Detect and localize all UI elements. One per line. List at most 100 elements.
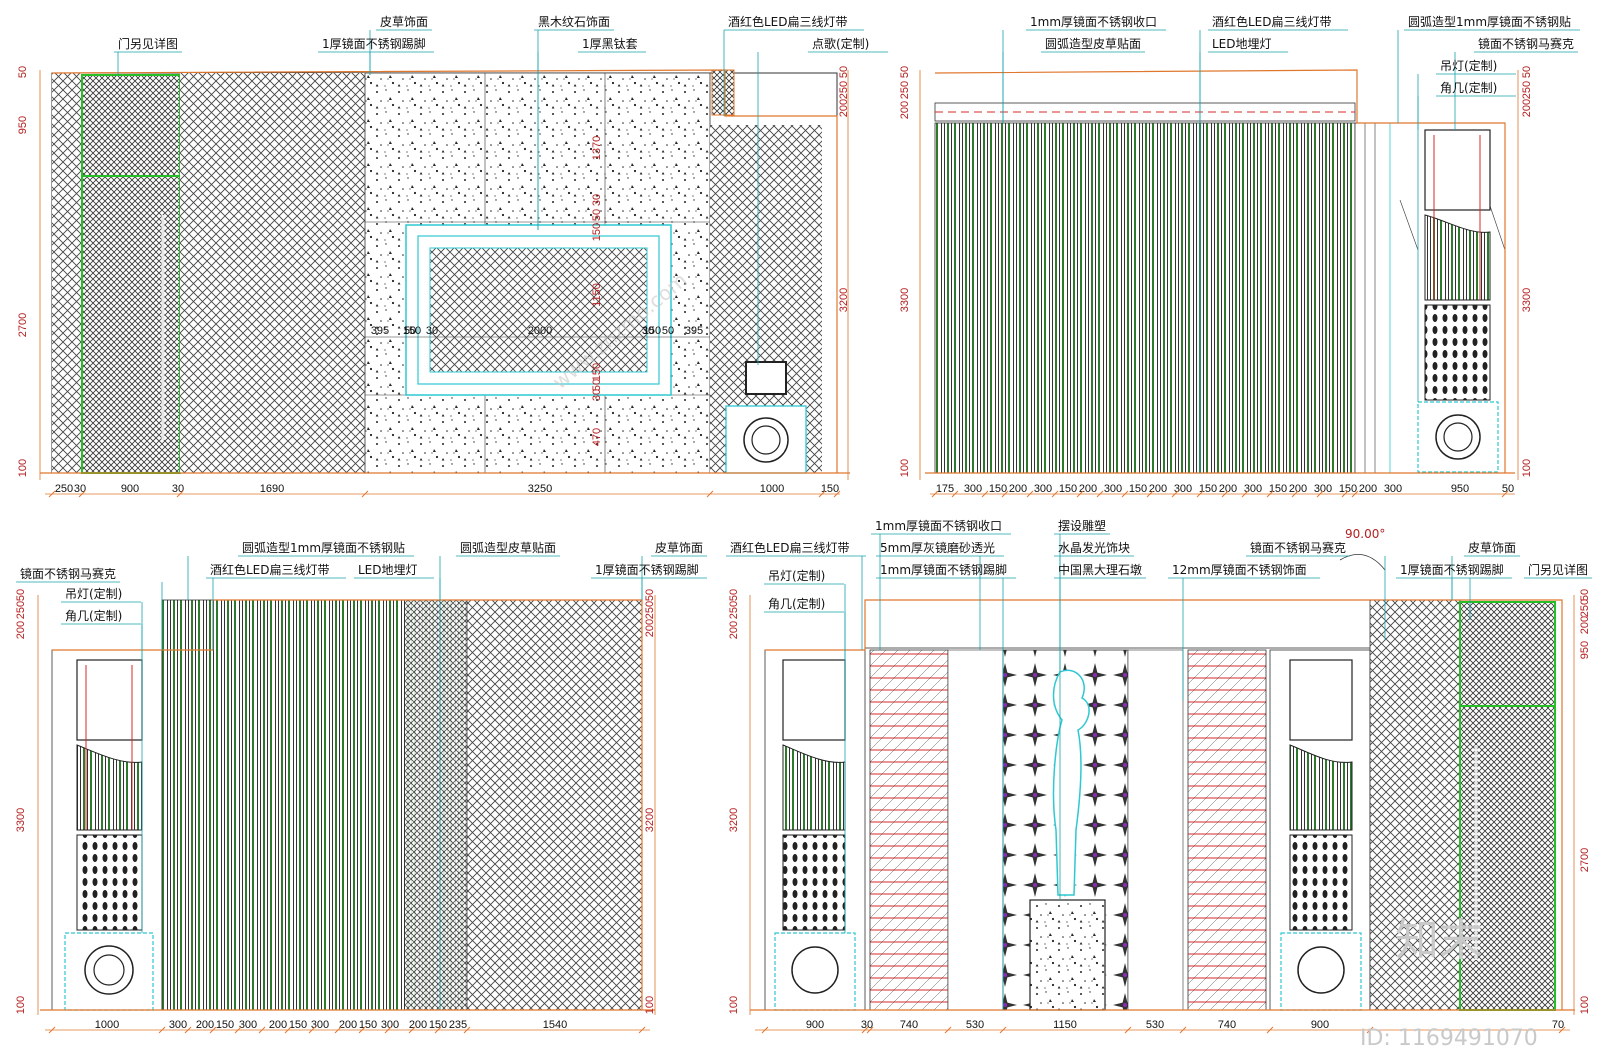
- elev4-label-11: 皮草饰面: [1468, 541, 1516, 555]
- elev4-angle-arc: [1339, 553, 1386, 571]
- dim-tick: [1266, 1026, 1274, 1034]
- elev2-bottom_dims-8: 150: [1129, 483, 1147, 495]
- elev4-speaker2: [1297, 946, 1345, 994]
- elev2-bottom_dims-18: 200: [1359, 483, 1377, 495]
- elev3-bottom_dims-1: 300: [169, 1019, 187, 1031]
- elev1-left_dims-3: 100: [17, 459, 29, 477]
- dim-tick: [761, 1026, 769, 1034]
- elev3-chandelier-bottom: [76, 834, 143, 931]
- elevation-2: [919, 69, 1519, 495]
- dim-tick: [931, 490, 939, 498]
- elev4-bottom_dims-2: 740: [900, 1019, 918, 1031]
- elev2-label-4: 圆弧造型1mm厚镜面不锈钢贴: [1408, 14, 1571, 29]
- elev3-fur-wall: [466, 599, 643, 1011]
- elev2-bottom_dims-12: 200: [1219, 483, 1237, 495]
- elev3-dense-column: [405, 600, 467, 1010]
- elev4-grey-mirror-left: [947, 649, 1004, 1011]
- elev4-label-3: 1mm厚镜面不锈钢收口: [875, 518, 1002, 533]
- elev1-bottom_dims-3: 30: [172, 483, 184, 495]
- elev3-label-3: 圆弧造型1mm厚镜面不锈钢贴: [242, 540, 405, 555]
- elev3-bottom_dims-3: 150: [216, 1019, 234, 1031]
- watermark-logo: 知末: [1395, 915, 1483, 966]
- dim-tick: [1266, 490, 1274, 498]
- dim-tick: [861, 1026, 869, 1034]
- elev2-bottom_dims-3: 200: [1009, 483, 1027, 495]
- elev1-bottom_dims-1: 30: [74, 483, 86, 495]
- elev1-orange-profile: [51, 69, 838, 473]
- dim-tick: [1171, 490, 1179, 498]
- elev3-label-0: 镜面不锈钢马赛克: [20, 566, 116, 581]
- elev2-right_dims-0: 200: [1521, 99, 1533, 117]
- elev4-chandelier2-top: [1289, 659, 1353, 741]
- elev4-left_dims-0: 200: [728, 621, 740, 639]
- elev4-chandelier-bottom: [782, 834, 846, 931]
- elev3-label-4: 酒红色LED扁三线灯带: [210, 562, 330, 577]
- elev1-inner_dims-6: 50: [591, 379, 603, 391]
- dim-tick: [1096, 490, 1104, 498]
- elev1-left_dims-1: 950: [17, 116, 29, 134]
- elev1-center_dims-4: 30: [642, 325, 654, 337]
- elev4-left_dims-3: 3200: [728, 808, 740, 832]
- elevation-4: 90.00°: [749, 527, 1575, 1031]
- elev4-sculpture: [1052, 669, 1090, 896]
- dim-tick: [78, 490, 86, 498]
- elev4-bottom_dims-6: 740: [1218, 1019, 1236, 1031]
- dim-tick: [184, 1026, 192, 1034]
- elev2-label-5: 镜面不锈钢马赛克: [1478, 36, 1574, 51]
- watermark-id: ID: 1169491070: [1360, 1026, 1538, 1051]
- elev4-bottom_dims-0: 900: [806, 1019, 824, 1031]
- elev2-diag: [1487, 199, 1506, 251]
- elev1-inner_dims-3: 30: [591, 194, 603, 206]
- elev4-red-panel-right: [1187, 649, 1267, 1011]
- elev4-right_dims-1: 250: [1579, 599, 1591, 617]
- elev3-bottom_dims-8: 200: [339, 1019, 357, 1031]
- dim-tick: [951, 490, 959, 498]
- dim-tick: [308, 1026, 316, 1034]
- elev1-left_dims-0: 50: [17, 66, 29, 78]
- elev1-bottom_dims-6: 1000: [760, 483, 784, 495]
- elev4-ceiling-band: [864, 599, 1386, 649]
- elev4-speaker: [791, 946, 839, 994]
- elev3-bottom_dims-7: 300: [311, 1019, 329, 1031]
- elev1-ktv-screen: [745, 361, 787, 395]
- dim-tick: [1558, 1026, 1566, 1034]
- dim-tick: [1146, 490, 1154, 498]
- elev2-bottom_dims-11: 150: [1199, 483, 1217, 495]
- dim-tick: [1351, 490, 1359, 498]
- dim-tick: [284, 1026, 292, 1034]
- elev3-bottom_dims-11: 200: [409, 1019, 427, 1031]
- elev2-label-2: 酒红色LED扁三线灯带: [1212, 14, 1332, 29]
- elev3-bottom_dims-0: 1000: [95, 1019, 119, 1031]
- elev3-bottom_dims-9: 150: [359, 1019, 377, 1031]
- elev2-bottom_dims-0: 175: [936, 483, 954, 495]
- dim-tick: [833, 490, 841, 498]
- elev2-left_dims-0: 200: [899, 101, 911, 119]
- elev2-orange-profile: [934, 69, 1506, 473]
- elev1-ceiling-box: [711, 69, 735, 116]
- elev1-center_dims-5: 50: [662, 325, 674, 337]
- elev1-label-2: 1厚镜面不锈钢踢脚: [322, 36, 426, 51]
- elev1-inner_dims-0: 1370: [591, 136, 603, 160]
- dim-tick: [638, 1026, 646, 1034]
- elev1-label-1: 皮草饰面: [380, 15, 428, 29]
- elev4-label-13: 门另见详图: [1528, 562, 1588, 577]
- dim-tick: [48, 1026, 56, 1034]
- elev2-left_dims-1: 250: [899, 81, 911, 99]
- elev2-bottom_dims-16: 300: [1314, 483, 1332, 495]
- elev1-inner_dims-5: 150: [591, 363, 603, 381]
- elev2-diag: [1399, 199, 1419, 251]
- elev4-grey-mirror-right: [1127, 649, 1184, 1011]
- elev4-bottom_dims-4: 1150: [1053, 1019, 1077, 1031]
- dim-tick: [1051, 490, 1059, 498]
- elev1-center_dims-6: 395: [685, 325, 703, 337]
- elev3-right_dims-4: 100: [644, 996, 656, 1014]
- elev1-label-6: 点歌(定制): [812, 36, 869, 51]
- elev1-bottom_dims-7: 150: [821, 483, 839, 495]
- dim-tick: [1221, 490, 1229, 498]
- elev1-label-4: 1厚黑钛套: [582, 36, 638, 51]
- elev4-label-8: 中国黑大理石墩: [1058, 562, 1142, 577]
- elev1-center_dims-3: 2000: [528, 325, 552, 337]
- elev4-side-table: [774, 932, 856, 1011]
- elev3-left_dims-3: 3300: [15, 808, 27, 832]
